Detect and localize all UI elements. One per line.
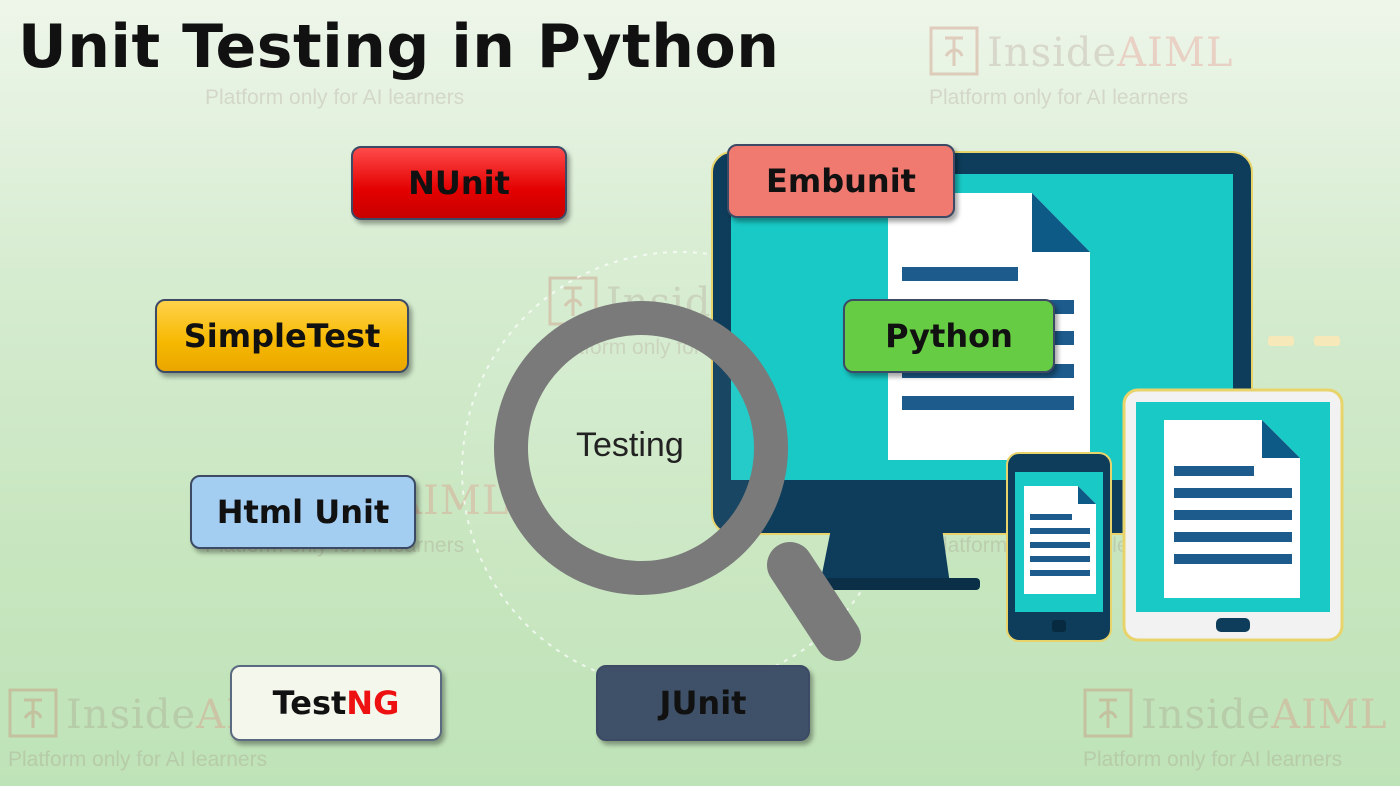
tool-tag-testng-prefix: Test: [272, 684, 347, 722]
watermark-brand: InsideAIML: [1141, 692, 1388, 738]
tool-tag-testng-suffix: NG: [346, 684, 400, 722]
tool-tag-junit: JUnit: [596, 665, 810, 741]
tool-tag-python: Python: [843, 299, 1055, 373]
insideaiml-logo-icon: [1083, 688, 1133, 738]
testing-label: Testing: [576, 426, 684, 464]
insideaiml-logo-icon: [929, 26, 979, 76]
phone-icon: [1006, 452, 1112, 642]
page-title: Unit Testing in Python: [18, 12, 780, 82]
tool-tag-htmlunit: Html Unit: [190, 475, 416, 549]
watermark-tagline: Platform only for AI learners: [8, 748, 268, 771]
watermark-tagline: Platform only for AI learners: [929, 86, 1189, 109]
tool-tag-embunit: Embunit: [727, 144, 955, 218]
watermark-tagline: Platform only for AI learners: [205, 86, 465, 109]
magnifier-icon: [494, 301, 861, 661]
tool-tag-nunit: NUnit: [351, 146, 567, 220]
tablet-icon: [1122, 388, 1344, 642]
watermark-brand: InsideAIML: [987, 30, 1234, 76]
watermark-tagline: Platform only for AI learners: [1083, 748, 1343, 771]
tool-tag-simpletest: SimpleTest: [155, 299, 409, 373]
insideaiml-logo-icon: [8, 688, 58, 738]
